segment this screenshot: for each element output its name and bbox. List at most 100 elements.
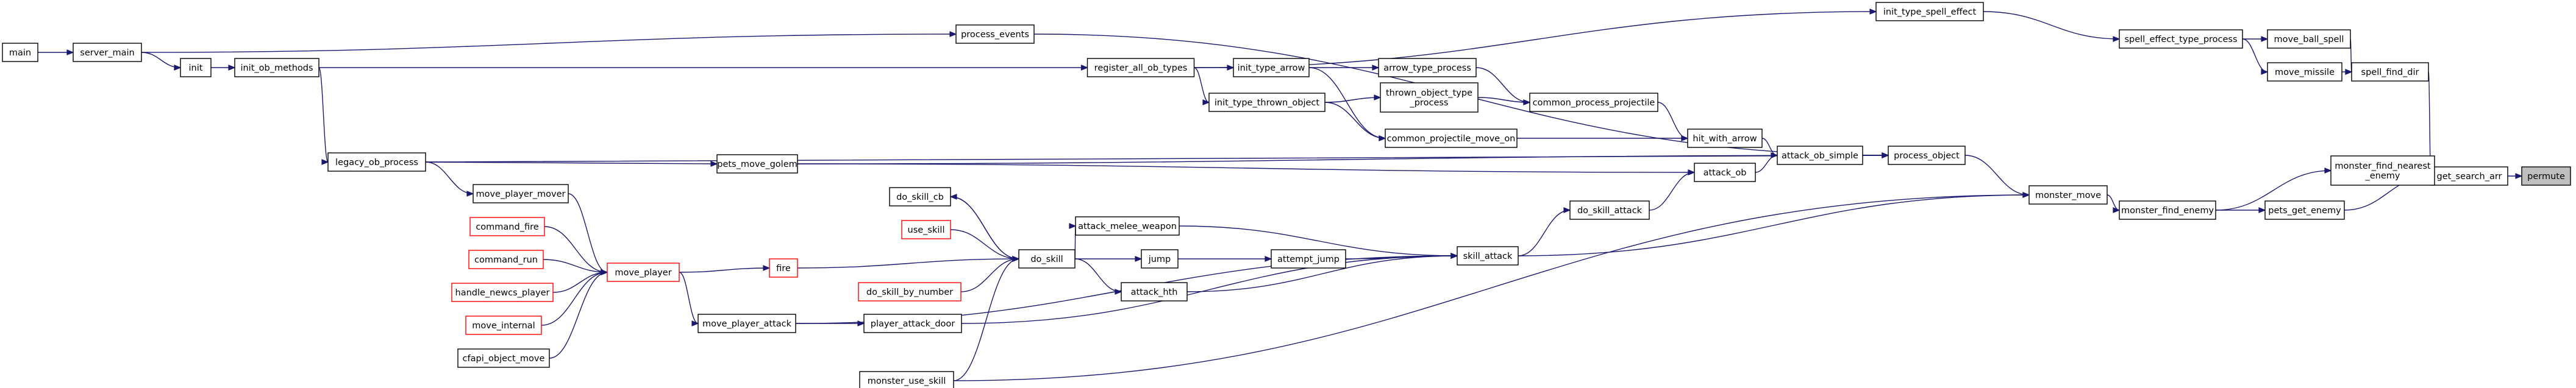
node-get-search-arr[interactable]: get_search_arr [2430,166,2508,186]
node-init-ob-methods[interactable]: init_ob_methods [234,58,319,77]
node-do-skill-attack[interactable]: do_skill_attack [1569,200,1650,220]
node-box[interactable] [607,263,680,282]
node-legacy-ob-process[interactable]: legacy_ob_process [327,152,426,172]
node-box[interactable] [457,348,550,368]
node-box[interactable] [859,371,954,388]
node-move-internal[interactable]: move_internal [465,316,542,335]
node-box[interactable] [698,314,796,333]
node-attack-ob[interactable]: attack_ob [1694,163,1756,182]
node-box[interactable] [1529,93,1658,112]
node-box[interactable] [2028,185,2108,205]
node-box[interactable] [1121,282,1188,302]
node-box[interactable] [1141,249,1179,269]
node-box[interactable] [465,316,542,335]
node-command-fire[interactable]: command_fire [469,217,545,236]
node-do-skill[interactable]: do_skill [1018,249,1076,269]
node-command-run[interactable]: command_run [468,250,544,269]
node-monster-move[interactable]: monster_move [2028,185,2108,205]
node-fire[interactable]: fire [769,258,798,278]
node-box[interactable] [1208,93,1325,112]
node-label: command_run [474,255,538,265]
node-move-player[interactable]: move_player [607,263,680,282]
node-box[interactable] [716,154,798,174]
node-monster-find-enemy[interactable]: monster_find_enemy [2119,200,2216,220]
node-hit-with-arrow[interactable]: hit_with_arrow [1687,129,1763,148]
node-arrow-type-process[interactable]: arrow_type_process [1378,58,1477,77]
node-move-missile[interactable]: move_missile [2267,62,2342,82]
node-process-events[interactable]: process_events [955,24,1035,44]
node-attack-melee-weapon[interactable]: attack_melee_weapon [1075,216,1180,236]
node-box[interactable] [2119,200,2216,220]
node-box[interactable] [2267,62,2342,82]
node-box[interactable] [2267,29,2351,49]
node-box[interactable] [234,58,319,77]
node-box[interactable] [1569,200,1650,220]
node-box[interactable] [1018,249,1076,269]
node-monster-use-skill[interactable]: monster_use_skill [859,371,954,388]
node-attack-hth[interactable]: attack_hth [1121,282,1188,302]
node-box[interactable] [2264,200,2345,220]
node-box[interactable] [451,283,554,302]
node-init-type-arrow[interactable]: init_type_arrow [1233,58,1310,77]
node-box[interactable] [473,184,569,203]
node-box[interactable] [73,43,142,62]
node-box[interactable] [863,314,962,333]
node-box[interactable] [1378,58,1477,77]
node-box[interactable] [1875,2,1984,21]
node-skill-attack[interactable]: skill_attack [1457,246,1519,266]
node-box[interactable] [1271,249,1346,269]
node-box[interactable] [889,187,951,206]
node-box[interactable] [769,258,798,278]
node-do-skill-cb[interactable]: do_skill_cb [889,187,951,206]
node-box[interactable] [2119,29,2243,49]
node-do-skill-by-number[interactable]: do_skill_by_number [858,282,962,302]
node-attack-ob-simple[interactable]: attack_ob_simple [1777,146,1863,165]
node-attempt-jump[interactable]: attempt_jump [1271,249,1346,269]
node-spell-find-dir[interactable]: spell_find_dir [2351,62,2429,82]
node-box[interactable] [2521,166,2571,186]
node-cfapi-object-move[interactable]: cfapi_object_move [457,348,550,368]
node-main[interactable]: main [2,43,38,62]
node-init-type-thrown-object[interactable]: init_type_thrown_object [1208,93,1325,112]
node-common-process-projectile[interactable]: common_process_projectile [1529,93,1658,112]
node-box[interactable] [858,282,962,302]
node-box[interactable] [901,220,951,239]
node-thrown-object-type-process[interactable]: thrown_object_type_process [1380,82,1479,113]
node-box[interactable] [955,24,1035,44]
node-init[interactable]: init [180,58,212,77]
node-box[interactable] [1687,129,1763,148]
node-box[interactable] [2,43,38,62]
node-init-type-spell-effect[interactable]: init_type_spell_effect [1875,2,1984,21]
node-box[interactable] [1380,82,1479,113]
node-process-object[interactable]: process_object [1888,146,1966,165]
node-box[interactable] [1694,163,1756,182]
node-box[interactable] [2330,155,2435,186]
node-move-player-attack[interactable]: move_player_attack [698,314,796,333]
node-move-ball-spell[interactable]: move_ball_spell [2267,29,2351,49]
node-box[interactable] [1457,246,1519,266]
node-box[interactable] [327,152,426,172]
node-use-skill[interactable]: use_skill [901,220,951,239]
node-box[interactable] [468,250,544,269]
node-box[interactable] [180,58,212,77]
node-common-projectile-move-on[interactable]: common_projectile_move_on [1385,129,1518,148]
node-box[interactable] [2351,62,2429,82]
node-box[interactable] [1075,216,1180,236]
node-monster-find-nearest-enemy[interactable]: monster_find_nearest_enemy [2330,155,2435,186]
node-box[interactable] [1233,58,1310,77]
node-server-main[interactable]: server_main [73,43,142,62]
node-box[interactable] [1086,58,1195,77]
node-handle-newcs-player[interactable]: handle_newcs_player [451,283,554,302]
node-permute[interactable]: permute [2521,166,2571,186]
node-box[interactable] [1888,146,1966,165]
node-move-player-mover[interactable]: move_player_mover [473,184,569,203]
node-pets-get-enemy[interactable]: pets_get_enemy [2264,200,2345,220]
node-spell-effect-type-process[interactable]: spell_effect_type_process [2119,29,2243,49]
node-box[interactable] [1777,146,1863,165]
node-box[interactable] [469,217,545,236]
node-register-all-ob-types[interactable]: register_all_ob_types [1086,58,1195,77]
node-player-attack-door[interactable]: player_attack_door [863,314,962,333]
node-jump[interactable]: jump [1141,249,1179,269]
node-pets-move-golem[interactable]: pets_move_golem [716,154,798,174]
node-box[interactable] [1385,129,1518,148]
